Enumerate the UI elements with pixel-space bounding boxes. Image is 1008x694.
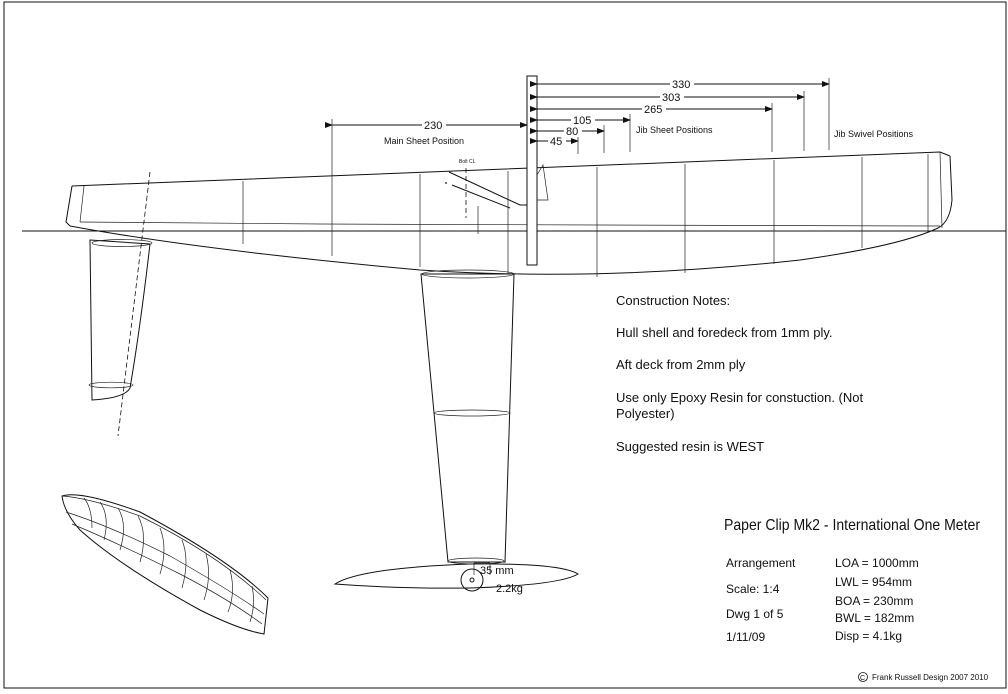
tb-right-3: BOA = 230mm (835, 594, 913, 608)
tb-right-5: Disp = 4.1kg (835, 629, 902, 643)
rudder (88, 171, 153, 437)
note-item-2: Aft deck from 2mm ply (616, 357, 746, 372)
jib-sheet-label: Jib Sheet Positions (636, 125, 713, 135)
copyright-circle (858, 672, 868, 682)
tb-right-2: LWL = 954mm (835, 575, 912, 589)
note-item-1: Hull shell and foredeck from 1mm ply. (616, 325, 833, 340)
dim-45: 45 (550, 136, 562, 148)
dim-303: 303 (662, 92, 680, 104)
fin-keel (420, 269, 515, 565)
mast-box (445, 75, 549, 266)
tb-left-1: Arrangement (726, 556, 796, 570)
drawing-title: Paper Clip Mk2 - International One Meter (724, 517, 981, 534)
note-item-3: Use only Epoxy Resin for constuction. (N… (616, 390, 863, 405)
bolt-cl-label: Bolt CL (459, 159, 476, 165)
tb-right-1: LOA = 1000mm (835, 556, 919, 570)
tb-left-4: 1/11/09 (726, 630, 765, 644)
bulb-weight-label: 2.2kg (496, 583, 523, 595)
hull-isometric (61, 494, 269, 635)
tb-left-3: Dwg 1 of 5 (726, 607, 784, 621)
bulb-width-label: 35 mm (480, 565, 514, 577)
dim-105: 105 (573, 115, 591, 127)
dim-80: 80 (566, 126, 578, 138)
jib-swivel-label: Jib Swivel Positions (834, 129, 914, 139)
main-sheet-label: Main Sheet Position (384, 136, 464, 146)
tb-left-2: Scale: 1:4 (726, 582, 780, 596)
page-frame (3, 1, 1007, 689)
tb-right-4: BWL = 182mm (835, 611, 914, 625)
notes-heading: Construction Notes: (616, 293, 730, 308)
copyright-symbol: C (860, 675, 865, 682)
dim-330: 330 (672, 79, 690, 91)
note-item-5: Suggested resin is WEST (616, 439, 764, 454)
bulb (333, 562, 579, 592)
copyright-text: Frank Russell Design 2007 2010 (872, 673, 989, 682)
note-item-4: Polyester) (616, 406, 675, 421)
dim-265: 265 (644, 104, 662, 116)
hull-profile (65, 151, 953, 277)
dim-230: 230 (424, 120, 442, 132)
